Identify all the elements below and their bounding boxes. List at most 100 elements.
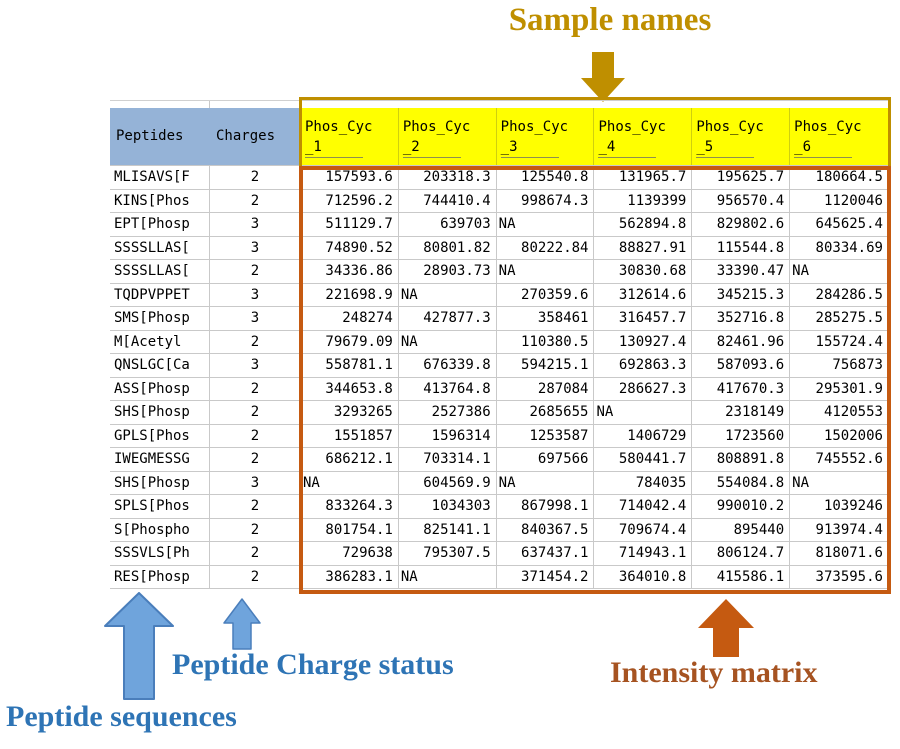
peptide-cell[interactable]: MLISAVS[F — [110, 166, 210, 189]
intensity-cell[interactable]: NA — [301, 471, 399, 494]
peptide-cell[interactable]: M[Acetyl — [110, 330, 210, 353]
intensity-cell[interactable]: 1406729 — [594, 424, 693, 447]
intensity-cell[interactable]: 686212.1 — [301, 448, 399, 471]
intensity-cell[interactable]: 913974.4 — [815, 521, 883, 538]
intensity-cell[interactable]: 558781.1 — [301, 354, 399, 377]
peptide-cell[interactable]: SSSSLLAS[ — [110, 236, 210, 259]
intensity-cell[interactable]: 80222.84 — [497, 236, 595, 259]
intensity-cell[interactable]: 511129.7 — [301, 213, 399, 236]
intensity-cell[interactable]: 270359.6 — [497, 283, 595, 306]
column-header-phos_cyc_5[interactable]: Phos_Cyc_5 — [692, 108, 791, 165]
charge-cell[interactable]: 2 — [210, 260, 301, 283]
intensity-cell[interactable]: 88827.91 — [594, 236, 693, 259]
intensity-cell[interactable]: 33390.47 — [692, 260, 791, 283]
intensity-cell[interactable]: 604569.9 — [399, 471, 497, 494]
intensity-cell[interactable]: 1034303 — [399, 495, 497, 518]
intensity-cell[interactable]: 248274 — [301, 307, 399, 330]
intensity-cell[interactable]: 74890.52 — [301, 236, 399, 259]
column-header-phos_cyc_6[interactable]: Phos_Cyc_6 — [790, 108, 888, 165]
intensity-cell[interactable]: 34336.86 — [301, 260, 399, 283]
intensity-cell[interactable]: 1120046 — [823, 192, 883, 209]
intensity-cell[interactable]: 867998.1 — [497, 495, 595, 518]
intensity-cell[interactable]: 692863.3 — [594, 354, 693, 377]
intensity-cell[interactable]: 364010.8 — [594, 565, 693, 588]
column-header-phos_cyc_3[interactable]: Phos_Cyc_3 — [496, 108, 595, 165]
intensity-cell[interactable]: 371454.2 — [497, 565, 595, 588]
intensity-cell[interactable]: 130927.4 — [594, 330, 693, 353]
intensity-cell[interactable]: 712596.2 — [301, 189, 399, 212]
charge-cell[interactable]: 3 — [210, 471, 301, 494]
intensity-cell[interactable]: 131965.7 — [594, 166, 693, 189]
intensity-cell[interactable]: 295301.9 — [815, 380, 883, 397]
charge-cell[interactable]: 2 — [210, 542, 301, 565]
intensity-cell[interactable]: 427877.3 — [399, 307, 497, 330]
charge-cell[interactable]: 3 — [210, 213, 301, 236]
intensity-cell[interactable]: 413764.8 — [399, 377, 497, 400]
intensity-cell[interactable]: 1039246 — [823, 498, 883, 514]
intensity-cell[interactable]: 818071.6 — [815, 545, 883, 561]
charge-cell[interactable]: 2 — [210, 448, 301, 471]
peptide-cell[interactable]: EPT[Phosp — [110, 213, 210, 236]
intensity-cell[interactable]: 115544.8 — [692, 236, 791, 259]
charge-cell[interactable]: 2 — [210, 330, 301, 353]
peptide-cell[interactable]: SSSSLLAS[ — [110, 260, 210, 283]
charge-cell[interactable]: 2 — [210, 565, 301, 588]
intensity-cell[interactable]: 195625.7 — [692, 166, 791, 189]
intensity-cell[interactable]: 30830.68 — [594, 260, 693, 283]
intensity-cell[interactable]: 284286.5 — [815, 286, 883, 303]
peptide-cell[interactable]: KINS[Phos — [110, 189, 210, 212]
charge-cell[interactable]: 2 — [210, 495, 301, 518]
intensity-cell[interactable]: 587093.6 — [692, 354, 791, 377]
peptide-cell[interactable]: TQDPVPPET — [110, 283, 210, 306]
intensity-cell[interactable]: 415586.1 — [692, 565, 791, 588]
peptide-cell[interactable]: SPLS[Phos — [110, 495, 210, 518]
intensity-cell[interactable]: 287084 — [497, 377, 595, 400]
intensity-cell[interactable]: 562894.8 — [594, 213, 693, 236]
peptide-cell[interactable]: SHS[Phosp — [110, 401, 210, 424]
intensity-cell[interactable]: 157593.6 — [301, 166, 399, 189]
peptide-cell[interactable]: ASS[Phosp — [110, 377, 210, 400]
intensity-cell[interactable]: 110380.5 — [497, 330, 595, 353]
intensity-cell[interactable]: 806124.7 — [692, 542, 791, 565]
intensity-cell[interactable]: 808891.8 — [692, 448, 791, 471]
peptide-cell[interactable]: S[Phospho — [110, 518, 210, 541]
intensity-cell[interactable]: 286627.3 — [594, 377, 693, 400]
column-header-phos_cyc_1[interactable]: Phos_Cyc_1 — [301, 108, 399, 165]
intensity-cell[interactable]: 312614.6 — [594, 283, 693, 306]
intensity-cell[interactable]: 1723560 — [692, 424, 791, 447]
peptide-cell[interactable]: IWEGMESSG — [110, 448, 210, 471]
intensity-cell[interactable]: 285275.5 — [815, 310, 883, 326]
intensity-cell[interactable]: 125540.8 — [497, 166, 595, 189]
charge-cell[interactable]: 3 — [210, 236, 301, 259]
intensity-cell[interactable]: 221698.9 — [301, 283, 399, 306]
intensity-cell[interactable]: 745552.6 — [815, 451, 883, 467]
intensity-cell[interactable]: 714943.1 — [594, 542, 693, 565]
intensity-cell[interactable]: 180664.5 — [815, 169, 883, 185]
intensity-cell[interactable]: 28903.73 — [399, 260, 497, 283]
intensity-cell[interactable]: 1502006 — [823, 427, 883, 444]
column-header-phos_cyc_4[interactable]: Phos_Cyc_4 — [594, 108, 693, 165]
intensity-cell[interactable]: 2318149 — [692, 401, 791, 424]
intensity-cell[interactable]: 554084.8 — [692, 471, 791, 494]
intensity-cell[interactable]: 352716.8 — [692, 307, 791, 330]
intensity-cell[interactable]: 594215.1 — [497, 354, 595, 377]
intensity-cell[interactable]: 345215.3 — [692, 283, 791, 306]
intensity-cell[interactable]: 833264.3 — [301, 495, 399, 518]
intensity-cell[interactable]: NA — [497, 260, 595, 283]
intensity-cell[interactable]: 1139399 — [594, 189, 693, 212]
charge-cell[interactable]: 3 — [210, 283, 301, 306]
intensity-cell[interactable]: 386283.1 — [301, 565, 399, 588]
intensity-cell[interactable]: 373595.6 — [815, 568, 883, 585]
intensity-cell[interactable]: NA — [399, 283, 497, 306]
intensity-cell[interactable]: NA — [497, 213, 595, 236]
intensity-cell[interactable]: 956570.4 — [692, 189, 791, 212]
intensity-cell[interactable]: 895440 — [692, 518, 791, 541]
intensity-cell[interactable]: 645625.4 — [815, 216, 883, 232]
intensity-cell[interactable]: 714042.4 — [594, 495, 693, 518]
intensity-cell[interactable]: 998674.3 — [497, 189, 595, 212]
intensity-cell[interactable]: 709674.4 — [594, 518, 693, 541]
intensity-cell[interactable]: 825141.1 — [399, 518, 497, 541]
intensity-cell[interactable]: 155724.4 — [815, 333, 883, 350]
peptide-cell[interactable]: SHS[Phosp — [110, 471, 210, 494]
intensity-cell[interactable]: 801754.1 — [301, 518, 399, 541]
